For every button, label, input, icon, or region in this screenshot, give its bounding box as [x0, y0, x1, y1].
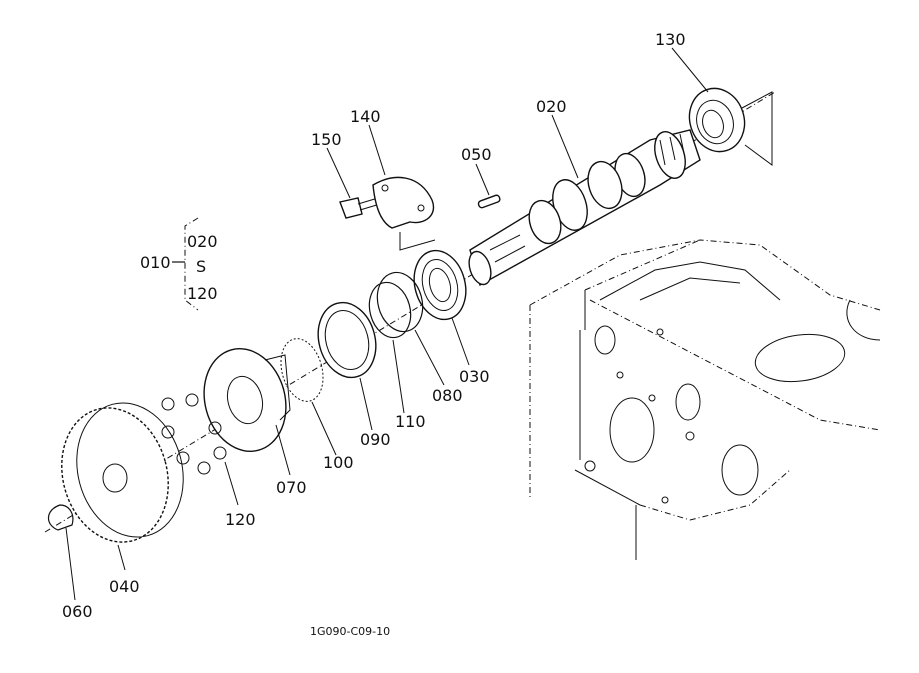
drawing-code: 1G090-C09-10 — [310, 625, 390, 638]
part-030-bearing — [413, 249, 467, 321]
part-040-idle-gear — [61, 402, 184, 543]
label-080: 080 — [432, 386, 463, 405]
part-080-snap-ring — [376, 271, 424, 333]
part-090-seal — [317, 301, 377, 379]
label-120: 120 — [225, 510, 256, 529]
label-150: 150 — [311, 130, 342, 149]
part-050-key — [477, 194, 501, 209]
label-100: 100 — [323, 453, 354, 472]
label-020-group: 020 — [187, 232, 218, 251]
part-100-ball-retainer — [280, 338, 324, 402]
part-140-thrust-plate — [372, 176, 436, 251]
group-010-bracket — [172, 217, 199, 311]
label-010: 010 — [140, 253, 171, 272]
label-060: 060 — [62, 602, 93, 621]
part-110-shim — [368, 281, 412, 339]
gear-case-housing — [529, 239, 881, 560]
part-120-steel-balls — [161, 393, 227, 475]
label-030: 030 — [459, 367, 490, 386]
label-140: 140 — [350, 107, 381, 126]
part-130-ball-bearing — [688, 87, 773, 166]
part-150-bolt — [339, 197, 381, 219]
part-070-thrust-disc — [203, 348, 291, 452]
part-060-snap-ring — [47, 504, 74, 531]
part-020-camshaft — [468, 129, 701, 287]
label-130: 130 — [655, 30, 686, 49]
label-020: 020 — [536, 97, 567, 116]
label-070: 070 — [276, 478, 307, 497]
group-range-symbol: S — [196, 257, 206, 276]
leader-lines — [65, 47, 709, 601]
label-050: 050 — [461, 145, 492, 164]
label-040: 040 — [109, 577, 140, 596]
part-number-labels: 130 020 050 140 150 010 020 S 120 030 08… — [62, 30, 686, 638]
label-090: 090 — [360, 430, 391, 449]
label-110: 110 — [395, 412, 426, 431]
label-120-group: 120 — [187, 284, 218, 303]
